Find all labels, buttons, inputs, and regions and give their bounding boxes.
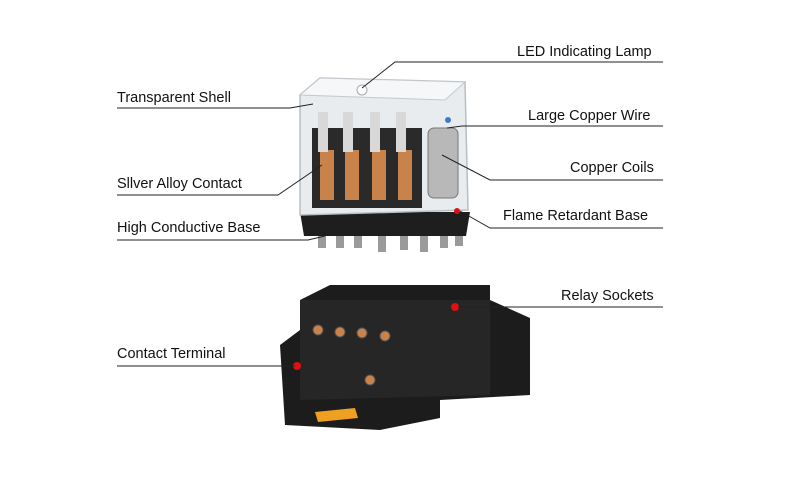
label-large-copper-wire: Large Copper Wire: [528, 108, 651, 124]
label-flame-retardant-base: Flame Retardant Base: [503, 208, 649, 224]
label-silver-alloy-contact: Sllver Alloy Contact: [117, 176, 242, 192]
relay-socket: [280, 285, 530, 430]
relay-pins: [318, 232, 463, 252]
socket-terminals: [312, 324, 391, 386]
socket-tab: [315, 408, 358, 422]
leader-lines: [117, 61, 663, 367]
copper-coil: [427, 127, 459, 199]
label-contact-terminal: Contact Terminal: [117, 346, 226, 362]
label-copper-coils: Copper Coils: [570, 160, 654, 176]
label-transparent-shell: Transparent Shell: [117, 90, 231, 106]
relay: [298, 77, 470, 252]
label-led-lamp: LED Indicating Lamp: [517, 44, 652, 60]
relay-base: [300, 212, 470, 236]
led-lamp: [356, 84, 368, 96]
label-relay-sockets: Relay Sockets: [561, 288, 654, 304]
silver-contacts: [320, 150, 412, 200]
label-high-conductive-base: High Conductive Base: [117, 220, 261, 236]
